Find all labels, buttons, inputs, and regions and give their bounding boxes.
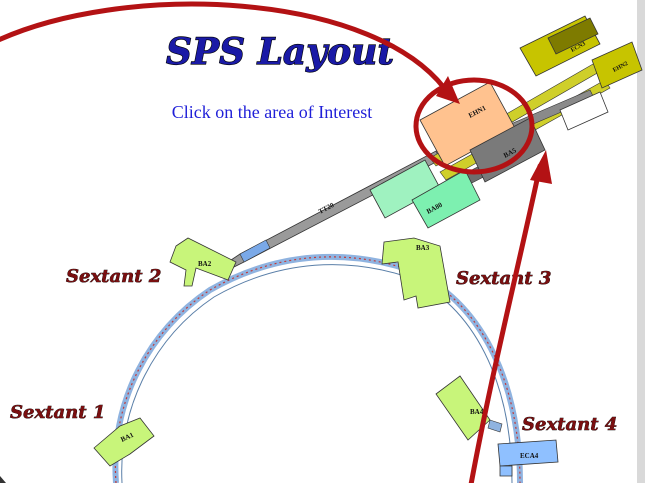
building-ehn1[interactable]: EHN1	[419, 81, 516, 167]
building-ecn3[interactable]: ECN3	[519, 15, 601, 77]
building-ba3[interactable]: BA3	[381, 237, 451, 309]
sextant-3-link[interactable]: Sextant 3	[456, 268, 552, 290]
building-ba80[interactable]: BA80	[369, 159, 481, 229]
building-ehn2[interactable]: EHN2	[591, 41, 643, 89]
label-ba4: BA4	[470, 408, 484, 416]
sps-ring	[112, 253, 523, 483]
sextant-1-link[interactable]: Sextant 1	[10, 402, 106, 424]
building-ba2[interactable]: BA2	[169, 237, 237, 287]
label-ba2: BA2	[198, 260, 212, 268]
highlight-circle	[413, 77, 535, 175]
instruction-text: Click on the area of Interest	[172, 102, 372, 122]
page-title: SPS Layout	[166, 31, 394, 73]
highlight-annotation	[0, 1, 552, 483]
label-eca4: ECA4	[520, 452, 539, 460]
building-eca4[interactable]: ECA4	[497, 439, 559, 477]
cursor-icon	[0, 476, 6, 483]
building-ba1[interactable]: BA1	[93, 417, 155, 467]
label-ba3: BA3	[416, 244, 430, 252]
sextant-4-link[interactable]: Sextant 4	[522, 414, 618, 436]
arrow-head-icon	[436, 76, 460, 104]
building-ba4[interactable]: BA4	[435, 375, 503, 441]
building-ne[interactable]	[559, 91, 609, 131]
arrow-head-icon	[530, 150, 552, 184]
page-edge	[637, 0, 645, 483]
sextant-2-link[interactable]: Sextant 2	[66, 266, 162, 288]
